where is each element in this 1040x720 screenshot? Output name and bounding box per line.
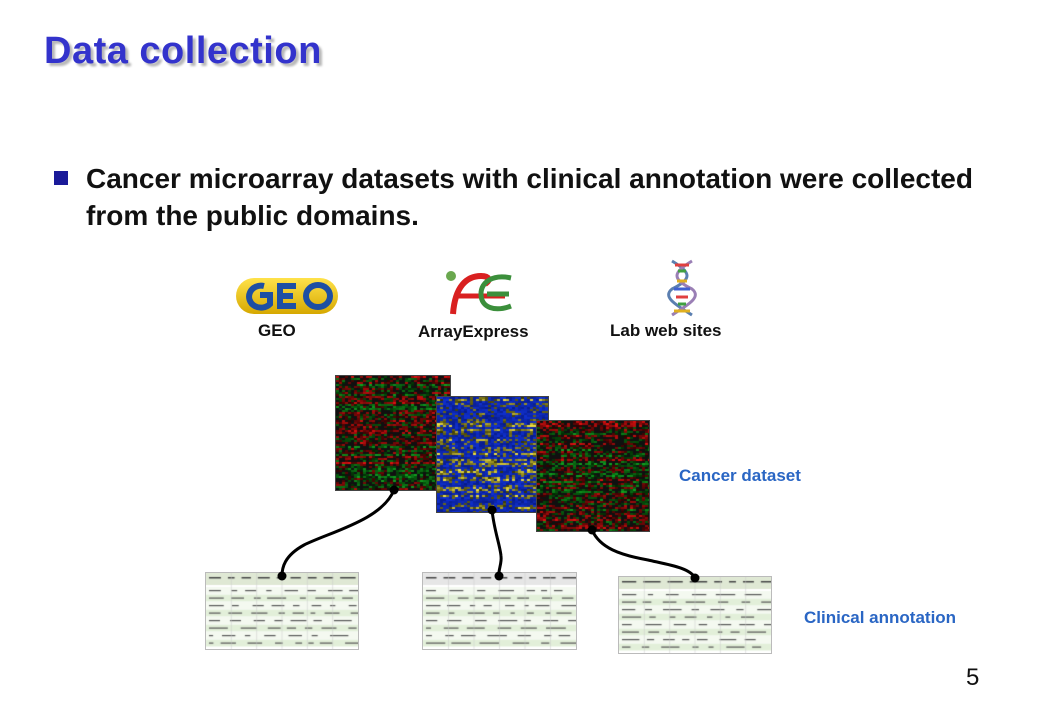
table-thumbnail-canvas: [423, 573, 576, 649]
connector-line-2: [490, 509, 503, 577]
clinical-table-2: [422, 572, 577, 650]
heatmap-red-green-2: [536, 420, 650, 532]
cancer-dataset-label: Cancer dataset: [679, 466, 801, 485]
connector-line-1: [280, 489, 396, 577]
bullet-marker: [54, 171, 68, 185]
clinical-table-3: [618, 576, 772, 654]
table-thumbnail-canvas: [206, 573, 358, 649]
page-number: 5: [966, 664, 980, 691]
arrayexpress-label: ArrayExpress: [418, 322, 529, 341]
geo-logo-icon: [236, 278, 338, 314]
bullet-text: Cancer microarray datasets with clinical…: [86, 163, 973, 231]
clinical-table-1: [205, 572, 359, 650]
slide-title: Data collection: [44, 30, 322, 72]
heatmap-blue-yellow: [436, 396, 549, 513]
dna-helix-icon: [667, 259, 697, 317]
heatmap-canvas: [437, 397, 548, 512]
arrayexpress-logo-icon: [446, 271, 512, 315]
connector-line-3: [590, 529, 697, 579]
heatmap-canvas: [336, 376, 450, 490]
heatmap-red-green-1: [335, 375, 451, 491]
clinical-annotation-label: Clinical annotation: [804, 608, 957, 627]
table-thumbnail-canvas: [619, 577, 771, 653]
lab-websites-label: Lab web sites: [610, 321, 722, 340]
heatmap-canvas: [537, 421, 649, 531]
geo-label: GEO: [258, 321, 296, 340]
